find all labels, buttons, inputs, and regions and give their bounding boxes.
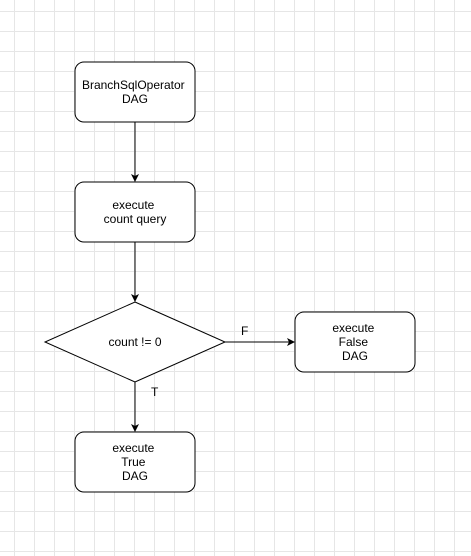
node-execute-count-query[interactable]: execute count query: [74, 181, 196, 243]
node-label-line: execute: [332, 321, 374, 335]
node-label-line: execute: [112, 198, 154, 212]
edge-label-true: T: [151, 385, 159, 399]
node-label-line: count != 0: [108, 335, 161, 349]
node-label-line: DAG: [122, 92, 148, 106]
node-branch-sql-operator-dag[interactable]: BranchSqlOperator DAG: [74, 61, 196, 123]
svg-text:count != 0: count != 0: [108, 335, 161, 349]
edge-label-false: F: [241, 324, 248, 338]
node-label-line: DAG: [122, 469, 148, 483]
svg-text:execute count query: execute count query: [104, 198, 167, 226]
svg-text:BranchSqlOperator DAG: BranchSqlOperator DAG: [82, 78, 188, 106]
node-label-line: False: [339, 335, 369, 349]
node-label-line: BranchSqlOperator: [82, 78, 185, 92]
node-decision-count-not-zero[interactable]: count != 0: [43, 301, 227, 383]
node-label-line: count query: [104, 212, 167, 226]
svg-text:execute True DAG: execute True DAG: [112, 441, 157, 483]
svg-text:execute False DAG: execute False DAG: [332, 321, 377, 363]
node-execute-false-dag[interactable]: execute False DAG: [294, 311, 416, 373]
node-label-line: execute: [112, 441, 154, 455]
node-execute-true-dag[interactable]: execute True DAG: [74, 431, 196, 493]
node-label-line: True: [121, 455, 146, 469]
node-label-line: DAG: [342, 349, 368, 363]
